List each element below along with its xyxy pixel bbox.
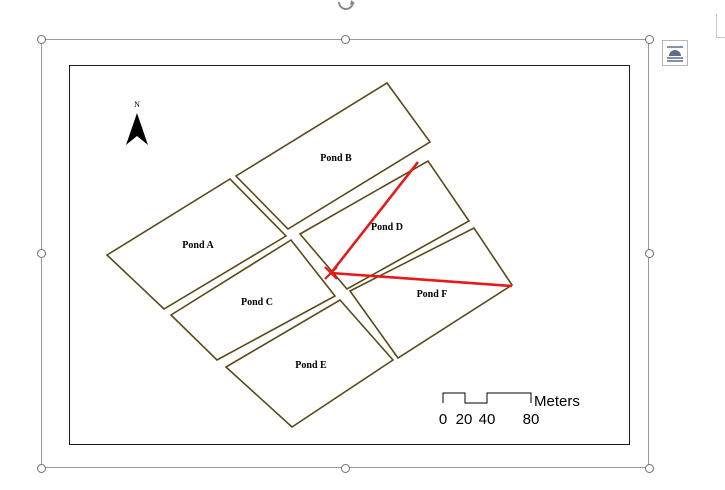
north-arrow: N [126,100,148,145]
pond-e-label: Pond E [295,360,327,371]
resize-handle-bottom-left[interactable] [37,464,46,473]
pond-c-label: Pond C [241,297,273,308]
scale-tick-0: 0 [439,411,447,428]
scale-bar [442,392,532,404]
resize-handle-top-right[interactable] [645,35,654,44]
layout-options-icon [667,46,683,62]
pond-f-label: Pond F [417,289,448,300]
pond-b-label: Pond B [320,153,352,164]
pond-d-label: Pond D [371,222,403,233]
rotate-handle-icon[interactable] [334,0,358,14]
scale-tick-80: 80 [523,411,540,428]
scale-tick-20: 20 [456,411,473,428]
scale-unit-label: Meters [534,393,580,410]
resize-handle-bottom-right[interactable] [645,464,654,473]
pond-e-outline [224,298,395,429]
layout-options-button[interactable] [662,40,688,66]
route-line-to-pond-d [329,161,420,274]
resize-handle-top-left[interactable] [37,35,46,44]
pond-a-label: Pond A [182,240,214,251]
resize-handle-left[interactable] [37,249,46,258]
pond-b-outline [234,81,432,231]
resize-handle-bottom[interactable] [341,464,350,473]
route-line-to-pond-f [330,271,513,288]
map-frame [69,65,630,445]
scale-tick-40: 40 [479,411,496,428]
pond-a-outline [105,177,288,310]
pond-c-outline [169,238,337,361]
resize-handle-right[interactable] [645,249,654,258]
resize-handle-top[interactable] [341,35,350,44]
north-label: N [134,100,140,109]
adjacent-object-edge [716,14,725,38]
north-arrow-icon [126,113,148,145]
route-lines [324,161,513,288]
sample-point-marker [324,266,338,280]
